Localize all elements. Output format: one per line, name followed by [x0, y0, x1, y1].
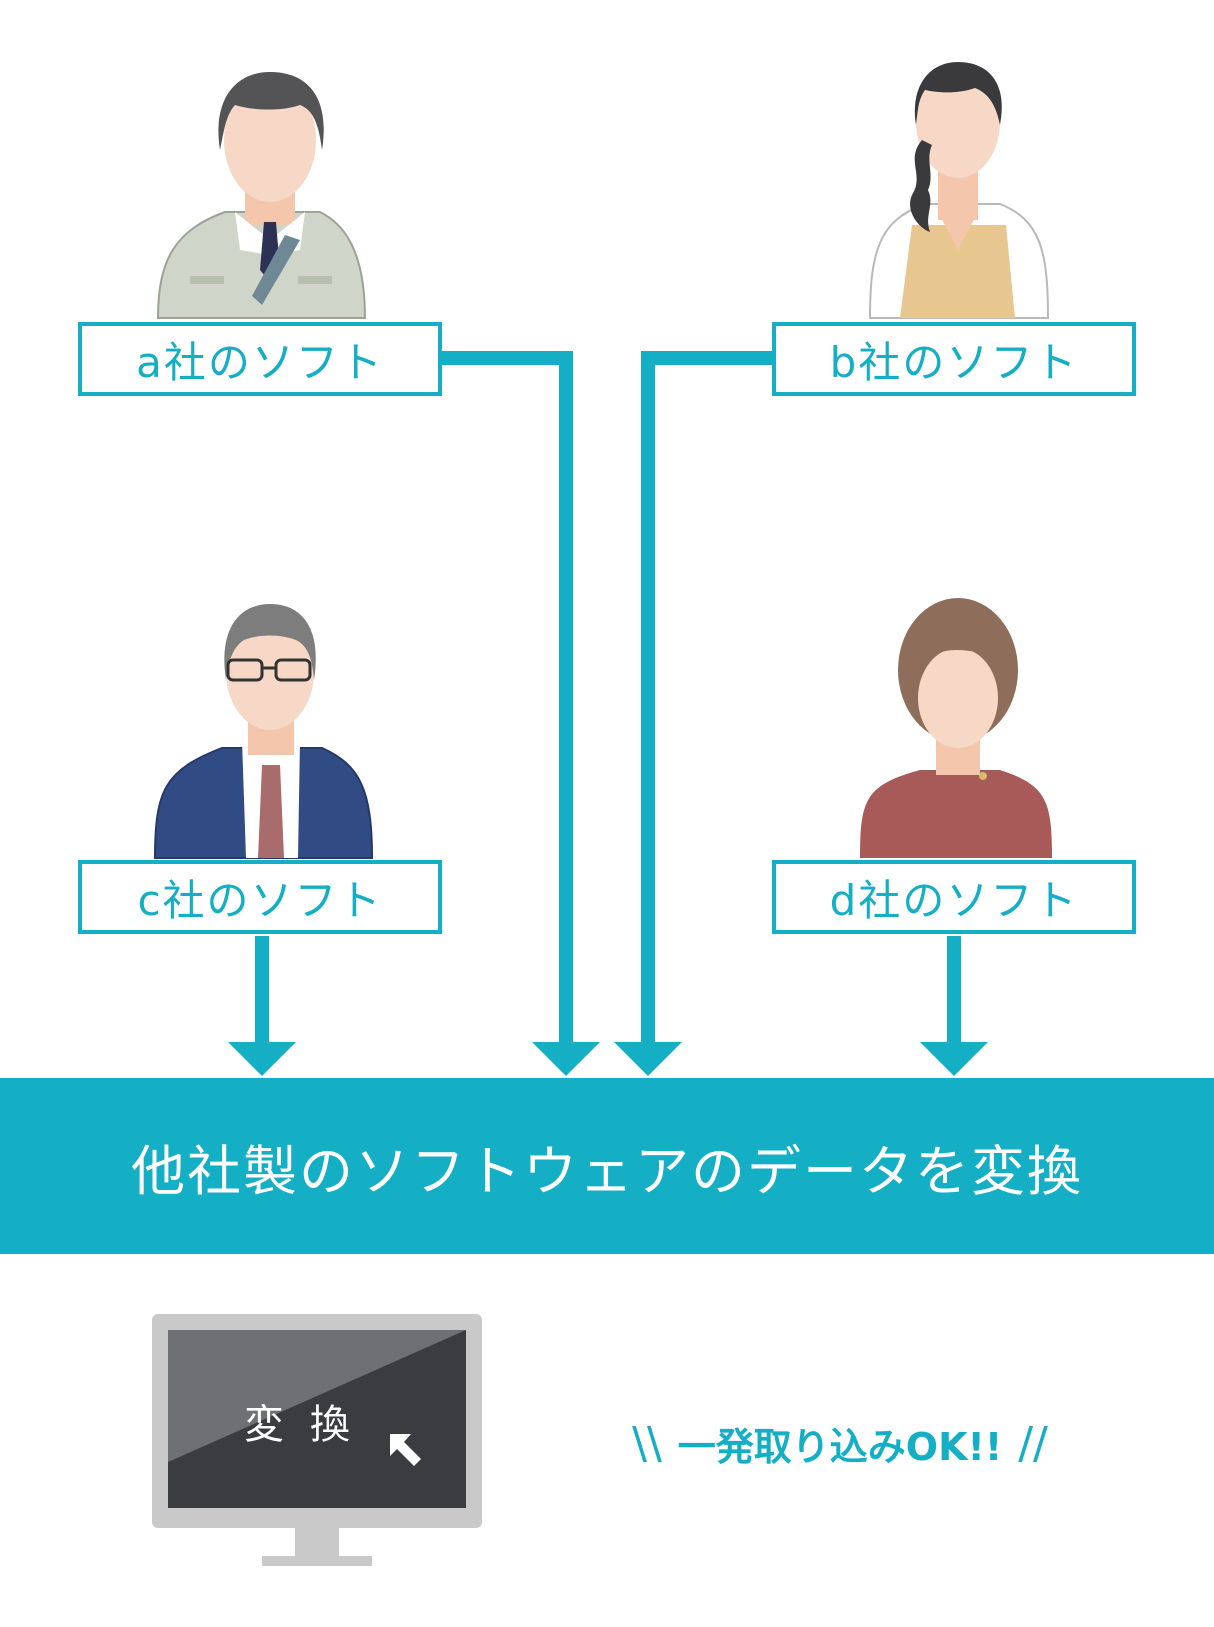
connector-a: [441, 351, 573, 1045]
node-a-label: a社のソフト: [78, 322, 442, 396]
slogan-left-mark: \\: [632, 1417, 662, 1469]
monitor-screen-text: 変換: [244, 1402, 376, 1448]
arrowhead-b: [614, 1042, 682, 1076]
arrowhead-a: [532, 1042, 600, 1076]
slogan-text: 一発取り込みOK!!: [677, 1424, 1003, 1469]
arrowhead-c: [228, 1042, 296, 1076]
node-c-label: c社のソフト: [78, 860, 442, 934]
slogan: \\ 一発取り込みOK!! //: [580, 1403, 1100, 1483]
node-b-label: b社のソフト: [772, 322, 1136, 396]
slogan-right-mark: //: [1018, 1417, 1048, 1469]
connector-b: [641, 351, 773, 1045]
conversion-banner: 他社製のソフトウェアのデータを変換: [0, 1078, 1214, 1254]
banner-text: 他社製のソフトウェアのデータを変換: [131, 1139, 1083, 1203]
cursor-arrow-icon: [390, 1434, 421, 1466]
arrowhead-d: [920, 1042, 988, 1076]
node-d-label: d社のソフト: [772, 860, 1136, 934]
